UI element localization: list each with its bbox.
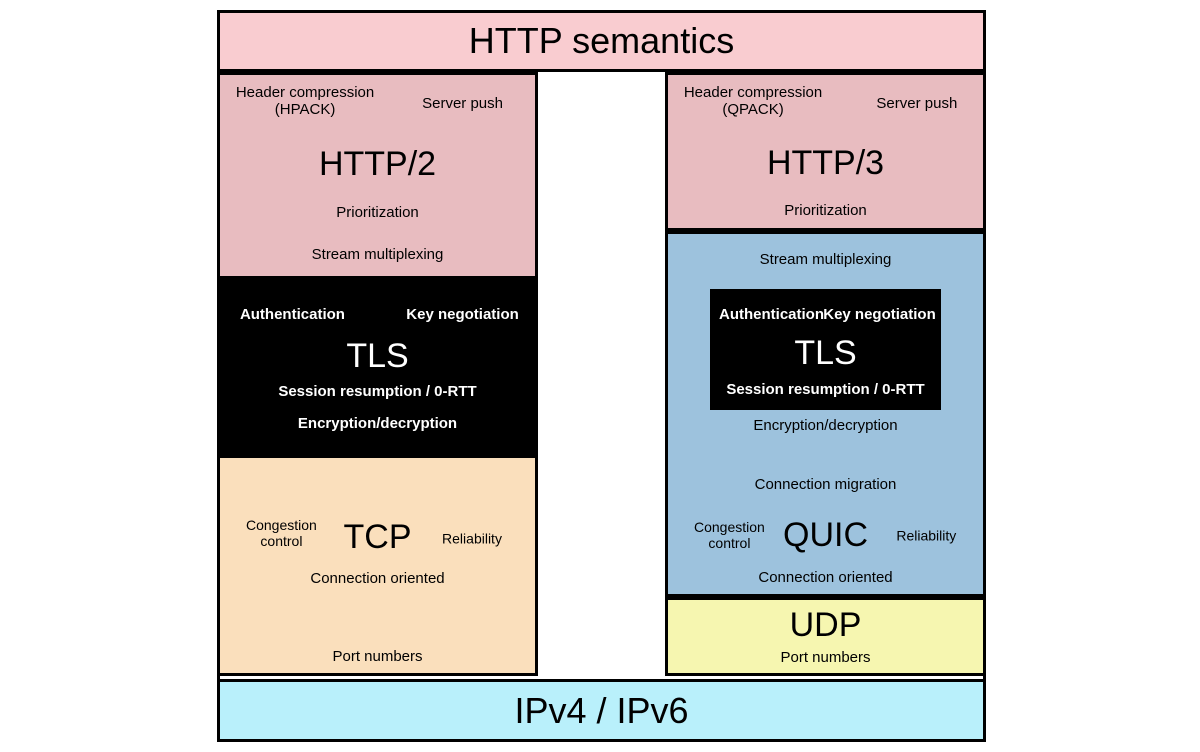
- layer-ip: IPv4 / IPv6: [217, 679, 986, 742]
- udp-port-numbers-label: Port numbers: [780, 649, 871, 667]
- tcp-title: TCP: [343, 517, 412, 556]
- tls-right-authentication-label: Authentication: [719, 306, 824, 324]
- tcp-congestion-control-line2: control: [260, 533, 303, 550]
- http2-header-compression-label: Header compression (HPACK): [230, 84, 380, 119]
- tls-right-key-negotiation-label: Key negotiation: [823, 306, 936, 324]
- tls-left-encryption-label: Encryption/decryption: [297, 415, 458, 433]
- tls-right-session-resumption-label: Session resumption / 0-RTT: [726, 380, 925, 398]
- layer-http-semantics: HTTP semantics: [217, 10, 986, 72]
- layer-tls-left: Authentication Key negotiation TLS Sessi…: [217, 279, 538, 455]
- tls-right-title: TLS: [794, 334, 857, 373]
- http2-title: HTTP/2: [318, 145, 437, 184]
- layer-tcp: Congestion control TCP Reliability Conne…: [217, 455, 538, 676]
- quic-congestion-control-label: Congestion control: [674, 519, 784, 551]
- layer-http2: Header compression (HPACK) Server push H…: [217, 72, 538, 279]
- tls-left-authentication-label: Authentication: [239, 306, 345, 324]
- http2-header-compression-text: Header compression: [235, 83, 375, 101]
- http-semantics-label: HTTP semantics: [468, 20, 735, 62]
- tcp-congestion-control-label: Congestion control: [226, 517, 336, 549]
- http3-title: HTTP/3: [766, 143, 885, 182]
- http3-header-compression-label: Header compression (QPACK): [678, 84, 828, 119]
- quic-connection-oriented-label: Connection oriented: [758, 568, 893, 586]
- udp-title: UDP: [789, 605, 862, 644]
- http3-header-compression-algo: (QPACK): [722, 101, 784, 118]
- tcp-connection-oriented-label: Connection oriented: [310, 570, 445, 588]
- quic-reliability-label: Reliability: [896, 527, 957, 544]
- quic-congestion-control-line1: Congestion: [694, 518, 765, 535]
- tcp-port-numbers-label: Port numbers: [332, 648, 423, 665]
- http2-stream-multiplexing-label: Stream multiplexing: [311, 246, 444, 264]
- quic-connection-migration-label: Connection migration: [754, 476, 897, 494]
- tls-left-session-resumption-label: Session resumption / 0-RTT: [278, 382, 477, 400]
- tcp-congestion-control-line1: Congestion: [246, 517, 317, 534]
- quic-stream-multiplexing-label: Stream multiplexing: [759, 251, 892, 269]
- quic-title: QUIC: [783, 515, 868, 554]
- tcp-reliability-label: Reliability: [442, 530, 502, 547]
- http2-server-push-label: Server push: [422, 95, 503, 113]
- http3-server-push-label: Server push: [876, 95, 958, 113]
- http3-prioritization-label: Prioritization: [784, 202, 867, 220]
- http3-header-compression-text: Header compression: [683, 83, 823, 101]
- layer-tls-right: Authentication Key negotiation TLS Sessi…: [710, 289, 941, 410]
- layer-http3: Header compression (QPACK) Server push H…: [665, 72, 986, 231]
- quic-congestion-control-line2: control: [708, 534, 751, 551]
- quic-encryption-label: Encryption/decryption: [753, 417, 898, 434]
- layer-udp: UDP Port numbers: [665, 597, 986, 676]
- layer-quic: Stream multiplexing Encryption/decryptio…: [665, 231, 986, 597]
- http2-header-compression-algo: (HPACK): [274, 101, 336, 119]
- http2-prioritization-label: Prioritization: [336, 203, 419, 221]
- ip-label: IPv4 / IPv6: [514, 689, 689, 731]
- tls-left-title: TLS: [346, 336, 409, 375]
- tls-left-key-negotiation-label: Key negotiation: [406, 306, 519, 324]
